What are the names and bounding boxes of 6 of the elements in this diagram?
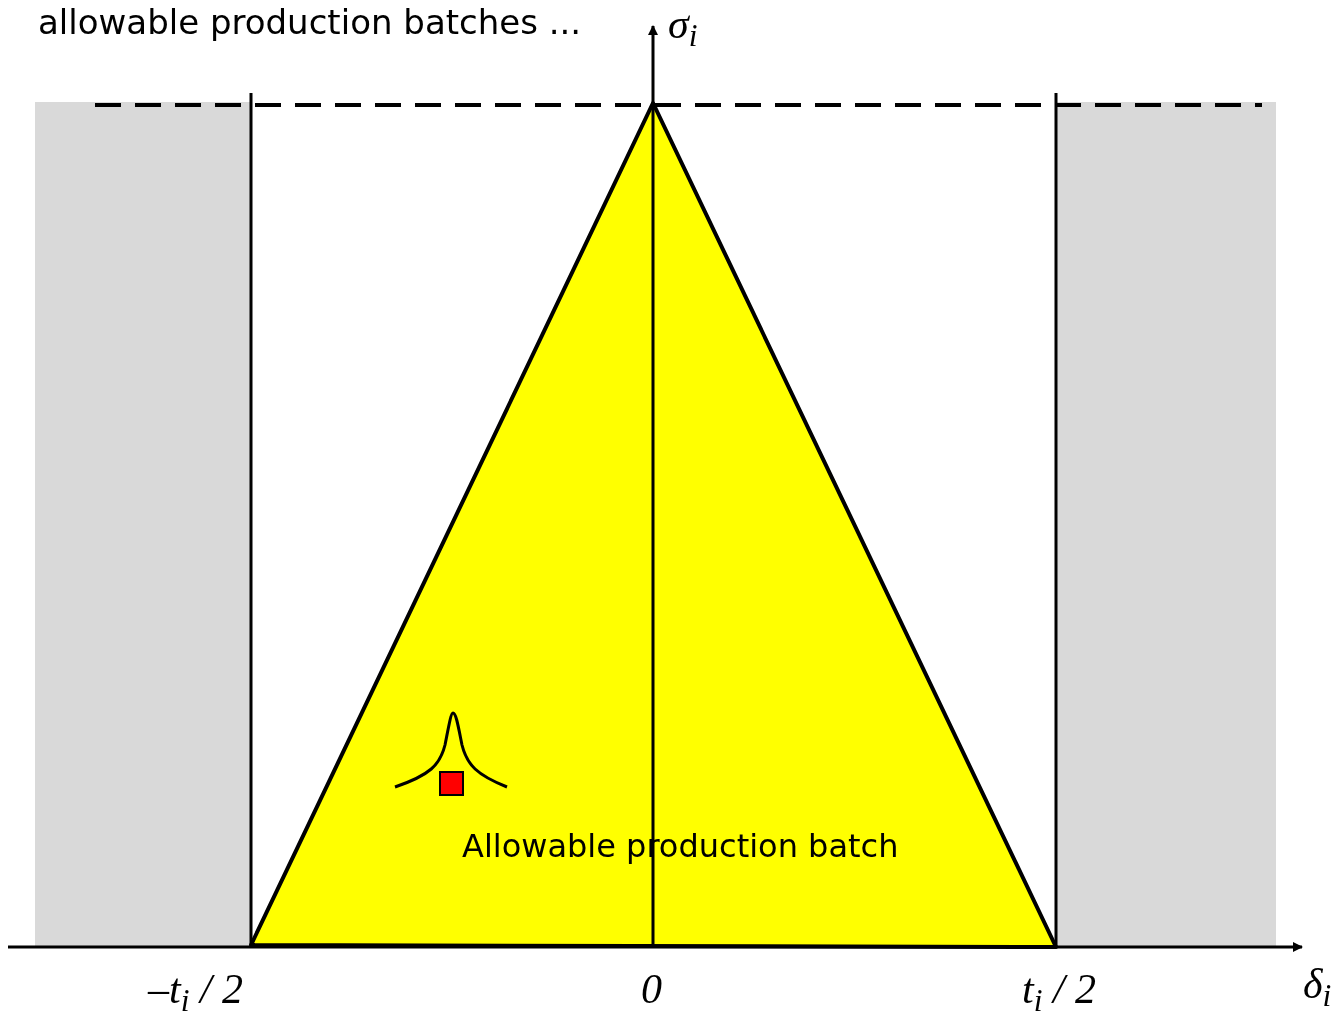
- title: allowable production batches ...: [38, 1, 582, 44]
- tick-label: –t$_{i}$ / 2: [148, 965, 244, 1013]
- tick-label: 0: [641, 965, 662, 1013]
- axis-label: δ$_{i}$: [1303, 960, 1332, 1008]
- axis-label: σ$_{i}$: [668, 0, 698, 48]
- tick-label: t$_{i}$ / 2: [1022, 965, 1097, 1013]
